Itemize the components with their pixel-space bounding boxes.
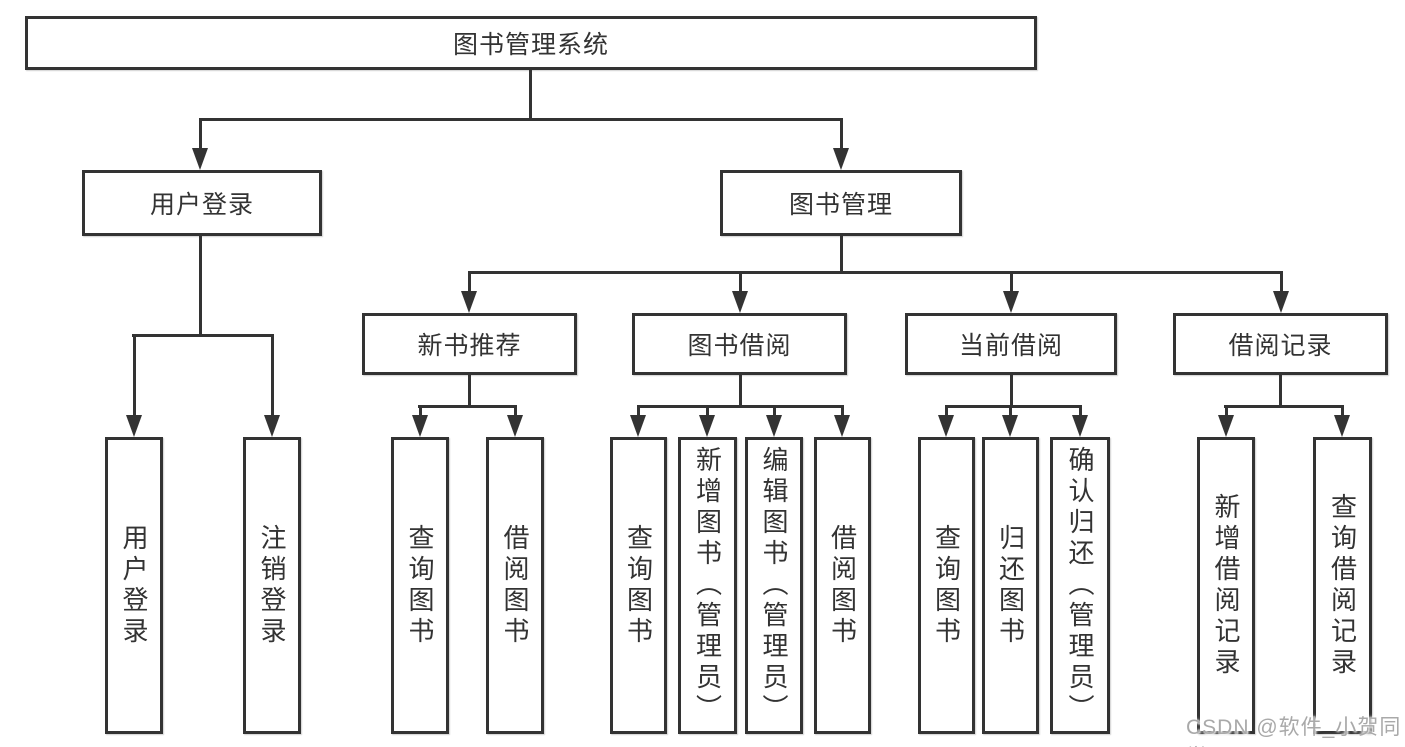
node-label: 查询借阅记录 — [1327, 492, 1358, 679]
node-label: 图书管理系统 — [452, 31, 609, 59]
arrow-down-icon — [460, 271, 478, 313]
node-logout: 注销登录 — [243, 437, 301, 734]
node-label: 新增图书（管理员） — [692, 446, 723, 725]
connector-borrow-records-stem — [1279, 375, 1282, 406]
csdn-watermark: CSDN @软件_小贺同学 — [1186, 716, 1402, 747]
node-book-management: 图书管理 — [720, 170, 962, 236]
connector-new-book-hline — [418, 405, 517, 408]
node-label: 借阅图书 — [500, 523, 530, 648]
arrow-down-icon — [506, 405, 524, 437]
arrow-down-icon — [1002, 271, 1020, 313]
node-user-login: 用户登录 — [82, 170, 322, 236]
connector-root-hline — [199, 118, 843, 121]
node-query-books-current: 查询图书 — [918, 437, 975, 734]
connector-user-login-hline — [132, 334, 274, 337]
node-label: 新书推荐 — [417, 332, 522, 360]
arrow-down-icon — [1333, 405, 1351, 437]
node-query-books-borrow: 查询图书 — [610, 437, 667, 734]
node-label: 借阅图书 — [827, 523, 858, 648]
node-confirm-return-admin: 确认归还（管理员） — [1050, 437, 1110, 734]
arrow-down-icon — [1071, 405, 1089, 437]
arrow-down-icon — [263, 334, 281, 437]
node-new-book-recommend: 新书推荐 — [362, 313, 577, 375]
node-label: 归还图书 — [995, 523, 1026, 648]
connector-book-borrow-hline — [637, 405, 844, 408]
connector-borrow-records-hline — [1224, 405, 1344, 408]
arrow-down-icon — [937, 405, 955, 437]
connector-root-stem — [529, 70, 532, 119]
node-label: 当前借阅 — [958, 332, 1063, 360]
connector-book-borrow-stem — [738, 375, 742, 406]
arrow-down-icon — [1217, 405, 1235, 437]
node-user-login-leaf: 用户登录 — [105, 437, 163, 734]
node-label: 查询图书 — [405, 523, 435, 648]
node-label: 确认归还（管理员） — [1065, 446, 1095, 725]
node-book-borrow: 图书借阅 — [632, 313, 847, 375]
arrow-down-icon — [411, 405, 429, 437]
connector-current-borrow-hline — [945, 405, 1082, 408]
node-borrow-books-leaf: 借阅图书 — [814, 437, 871, 734]
node-label: 用户登录 — [149, 191, 254, 219]
node-return-book: 归还图书 — [982, 437, 1039, 734]
node-label: 查询图书 — [623, 523, 654, 648]
connector-new-book-stem — [468, 375, 471, 406]
node-label: 图书管理 — [788, 191, 893, 219]
node-current-borrow: 当前借阅 — [905, 313, 1117, 375]
arrow-down-icon — [629, 405, 647, 437]
node-label: 编辑图书（管理员） — [759, 446, 789, 725]
node-library-management-system: 图书管理系统 — [25, 16, 1037, 70]
arrow-down-icon — [833, 405, 851, 437]
node-borrow-records: 借阅记录 — [1173, 313, 1388, 375]
arrow-down-icon — [125, 334, 143, 437]
connector-book-mgmt-hline — [468, 271, 1282, 274]
node-borrow-books-recommend: 借阅图书 — [486, 437, 544, 734]
node-edit-book-admin: 编辑图书（管理员） — [745, 437, 803, 734]
node-label: 注销登录 — [257, 523, 287, 648]
node-label: 借阅记录 — [1228, 332, 1333, 360]
node-query-books-recommend: 查询图书 — [391, 437, 449, 734]
connector-user-login-stem — [198, 236, 202, 336]
arrow-down-icon — [765, 405, 783, 437]
node-add-borrow-record: 新增借阅记录 — [1197, 437, 1255, 734]
arrow-down-icon — [832, 118, 850, 170]
arrow-down-icon — [731, 271, 749, 313]
arrow-down-icon — [191, 118, 209, 170]
node-add-book-admin: 新增图书（管理员） — [678, 437, 737, 734]
connector-book-mgmt-stem — [839, 236, 843, 273]
node-label: 图书借阅 — [687, 332, 792, 360]
node-label: 新增借阅记录 — [1211, 492, 1241, 679]
node-label: 用户登录 — [119, 523, 149, 648]
arrow-down-icon — [1272, 271, 1290, 313]
connector-current-borrow-stem — [1009, 375, 1013, 406]
node-query-borrow-record: 查询借阅记录 — [1313, 437, 1372, 734]
node-label: 查询图书 — [931, 523, 962, 648]
arrow-down-icon — [698, 405, 716, 437]
arrow-down-icon — [1001, 405, 1019, 437]
